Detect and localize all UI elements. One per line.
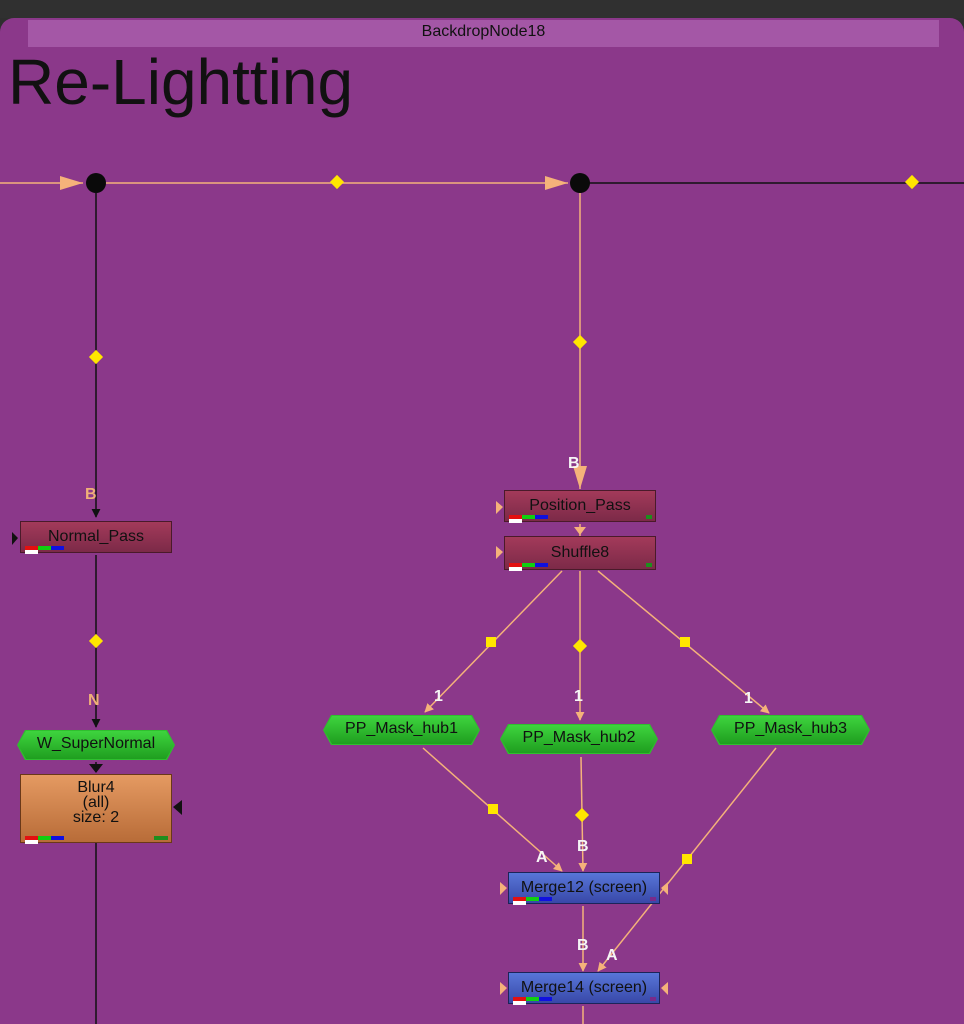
pp-mask-hub1-node[interactable]: PP_Mask_hub1 — [323, 715, 480, 745]
port-label-b: B — [577, 838, 589, 855]
w-supernormal-node[interactable]: W_SuperNormal — [17, 730, 175, 760]
node-label: PP_Mask_hub2 — [522, 729, 636, 746]
node-label: Blur4 — [77, 779, 115, 796]
elbow-handle[interactable] — [88, 633, 104, 649]
node-body — [324, 716, 479, 744]
input-arrow — [500, 882, 507, 895]
node-body — [18, 731, 174, 759]
elbow-handle[interactable] — [488, 804, 498, 814]
elbow-handle[interactable] — [572, 334, 588, 350]
merge14-node[interactable]: Merge14 (screen) — [508, 972, 660, 1005]
channel-indicator — [513, 997, 563, 1005]
top-bar — [0, 0, 964, 18]
status-indicator — [646, 515, 652, 519]
pipe-arrow — [573, 466, 587, 489]
port-label-a: A — [536, 849, 548, 866]
pipe-arrow-left — [60, 176, 83, 190]
pipe-arrow — [574, 527, 586, 535]
node-label: Merge14 (screen) — [520, 979, 648, 996]
channel-indicator — [25, 836, 75, 844]
node-label: PP_Mask_hub1 — [345, 720, 458, 737]
elbow-handle[interactable] — [572, 638, 588, 654]
input-arrow — [12, 532, 18, 545]
channel-indicator — [509, 515, 559, 523]
status-indicator — [646, 563, 652, 567]
channel-indicator — [25, 546, 75, 554]
mask-input-arrow[interactable] — [661, 882, 668, 895]
elbow-handle[interactable] — [680, 637, 690, 647]
pp-mask-hub2-node[interactable]: PP_Mask_hub2 — [500, 724, 658, 754]
elbow-handle[interactable] — [904, 174, 920, 190]
node-channels: (all) — [82, 794, 110, 811]
status-indicator — [154, 836, 168, 840]
blur-node[interactable]: Blur4 (all) size: 2 — [20, 774, 172, 844]
channel-indicator — [513, 897, 563, 905]
port-label-a: A — [606, 947, 618, 964]
node-label: PP_Mask_hub3 — [734, 720, 847, 737]
dot-node-right[interactable] — [570, 173, 590, 193]
pipe-arrow-middle — [545, 176, 568, 190]
node-body — [501, 725, 657, 753]
mask-input-arrow[interactable] — [173, 800, 182, 815]
port-label-1: 1 — [434, 688, 443, 705]
port-label-n: N — [88, 692, 100, 709]
node-label: Position_Pass — [529, 497, 631, 514]
position-pass-node[interactable]: Position_Pass — [504, 490, 656, 523]
mask-input-arrow[interactable] — [661, 982, 668, 995]
merge12-node[interactable]: Merge12 (screen) — [508, 872, 660, 905]
status-indicator — [650, 897, 656, 901]
backdrop-title: Re-Lightting — [8, 46, 354, 118]
dot-node-left[interactable] — [86, 173, 106, 193]
port-label-1: 1 — [574, 688, 583, 705]
node-label: Normal_Pass — [47, 528, 145, 545]
pipe-arrow — [89, 764, 103, 773]
elbow-handle[interactable] — [682, 854, 692, 864]
port-label-b: B — [577, 937, 589, 954]
shuffle-node[interactable]: Shuffle8 — [504, 536, 656, 571]
port-label-1: 1 — [744, 690, 753, 707]
normal-pass-node[interactable]: Normal_Pass — [20, 521, 172, 554]
elbow-handle[interactable] — [574, 807, 590, 823]
elbow-handle[interactable] — [88, 349, 104, 365]
status-indicator — [650, 997, 656, 1001]
node-body — [712, 716, 869, 744]
pp-mask-hub3-node[interactable]: PP_Mask_hub3 — [711, 715, 870, 745]
backdrop-label[interactable]: BackdropNode18 — [28, 20, 939, 47]
channel-indicator — [509, 563, 559, 571]
elbow-handle[interactable] — [486, 637, 496, 647]
input-arrow — [496, 546, 503, 559]
node-size: size: 2 — [72, 809, 120, 826]
node-label: Shuffle8 — [550, 544, 610, 561]
node-label: Merge12 (screen) — [520, 879, 648, 896]
input-arrow — [500, 982, 507, 995]
input-arrow — [496, 501, 503, 514]
port-label-b: B — [568, 455, 580, 472]
elbow-handle[interactable] — [329, 174, 345, 190]
node-label: W_SuperNormal — [36, 735, 156, 752]
port-label-b: B — [85, 486, 97, 503]
